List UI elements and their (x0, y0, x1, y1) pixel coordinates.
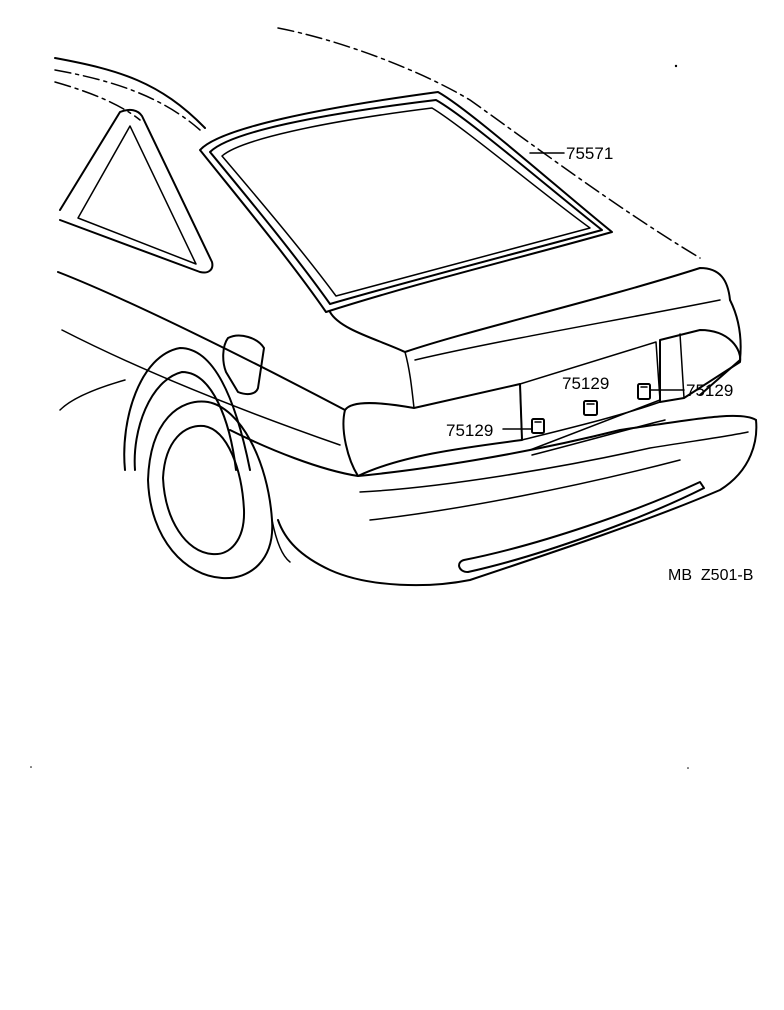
body-side (57, 271, 346, 446)
scan-speck (30, 766, 32, 768)
clip-center-icon (583, 400, 598, 416)
fuel-door (222, 334, 265, 396)
tail-lights (342, 329, 742, 477)
scan-speck (687, 767, 689, 769)
roof-line (277, 27, 701, 259)
callout-clip-right: 75129 (686, 381, 733, 400)
rear-windshield (199, 91, 613, 313)
roof-side-line (54, 69, 201, 131)
drawing-code: MB Z501-B (668, 567, 753, 584)
rear-wheel (123, 347, 291, 580)
license-recess (519, 383, 666, 456)
quarter-window (54, 81, 214, 274)
scan-speck (674, 64, 678, 68)
callout-clip-center: 75129 (562, 374, 609, 393)
trunk-lid (329, 267, 742, 409)
callout-clip-left: 75129 (446, 421, 493, 440)
rear-bumper (229, 414, 758, 587)
clip-left-icon (531, 418, 545, 434)
callout-75571: 75571 (566, 144, 613, 163)
clip-right-icon (637, 383, 651, 400)
roof-edge (54, 57, 206, 129)
